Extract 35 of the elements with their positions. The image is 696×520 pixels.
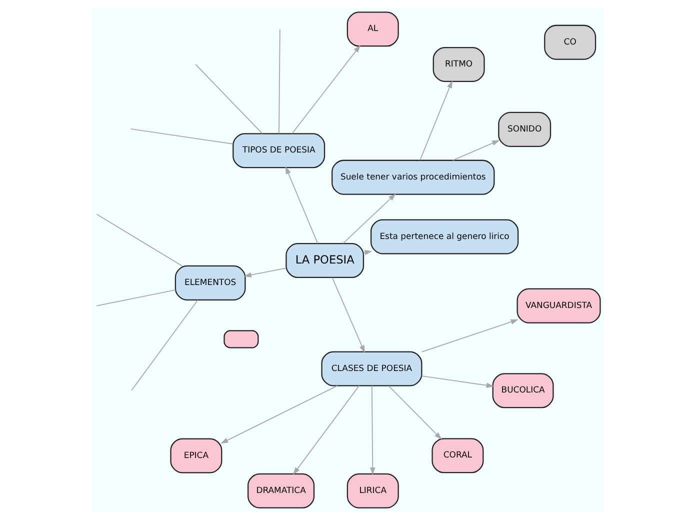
arrow	[421, 319, 518, 352]
connector	[131, 300, 198, 391]
connector	[130, 128, 234, 144]
node-box: BUCOLICA	[492, 373, 554, 408]
connector	[278, 28, 280, 134]
arrow	[420, 80, 452, 161]
arrow	[388, 385, 442, 440]
node-box: SONIDO	[498, 112, 552, 147]
arrow	[342, 194, 396, 244]
node-box: EPICA	[170, 438, 222, 474]
arrow	[421, 375, 494, 388]
node-box: ELEMENTOS	[174, 265, 246, 300]
arrow	[220, 385, 338, 444]
connector	[96, 289, 176, 306]
arrow	[452, 140, 500, 161]
node-box: Esta pertenece al genero lirico	[370, 219, 519, 254]
node-box: CLASES DE POESIA	[321, 351, 422, 386]
node-box: AL	[346, 12, 399, 47]
node-box: CO	[544, 24, 596, 60]
node-box: CORAL	[432, 438, 484, 474]
arrow	[244, 268, 287, 278]
node-box: TIPOS DE POESIA	[232, 133, 326, 168]
node-box: VANGUARDISTA	[516, 288, 601, 324]
arrow	[332, 277, 365, 353]
node-box: DRAMATICA	[248, 473, 315, 508]
arrow	[292, 45, 361, 134]
connector	[96, 214, 183, 266]
arrow	[370, 385, 376, 476]
connector	[195, 64, 263, 134]
node-box: RITMO	[432, 46, 485, 82]
arrow	[285, 166, 318, 244]
node-box	[224, 330, 259, 348]
node-box: Suele tener varios procedimientos	[332, 160, 495, 195]
arrow	[292, 385, 360, 475]
node-box: LIRICA	[346, 473, 399, 508]
